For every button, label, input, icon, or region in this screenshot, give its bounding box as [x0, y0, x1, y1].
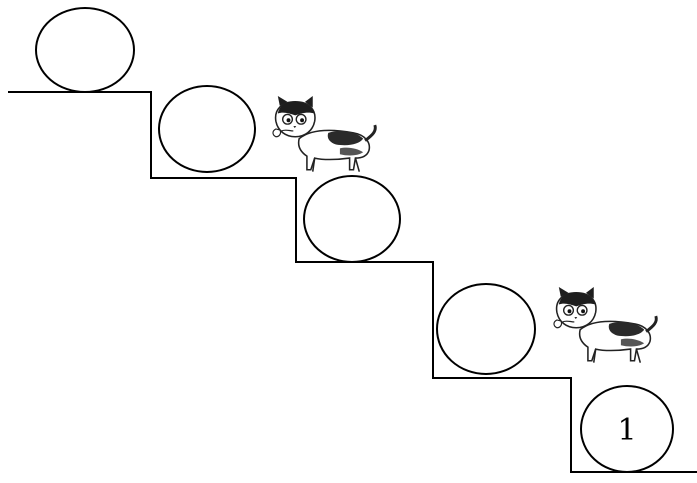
step-3 — [303, 175, 401, 263]
step-4 — [436, 283, 658, 375]
answer-circle-2[interactable] — [158, 85, 256, 173]
answer-circle-3[interactable] — [303, 175, 401, 263]
step-2 — [158, 85, 377, 174]
answer-circle-1[interactable] — [35, 7, 135, 93]
circle-5-label: 1 — [617, 413, 636, 448]
cartoon-cat-icon — [271, 94, 377, 174]
answer-circle-4[interactable] — [436, 283, 536, 375]
answer-circle-5[interactable] — [580, 385, 674, 473]
step-5: 1 — [580, 385, 674, 473]
step-1 — [35, 7, 135, 93]
staircase-line — [8, 91, 697, 473]
cartoon-cat-icon — [552, 285, 658, 365]
